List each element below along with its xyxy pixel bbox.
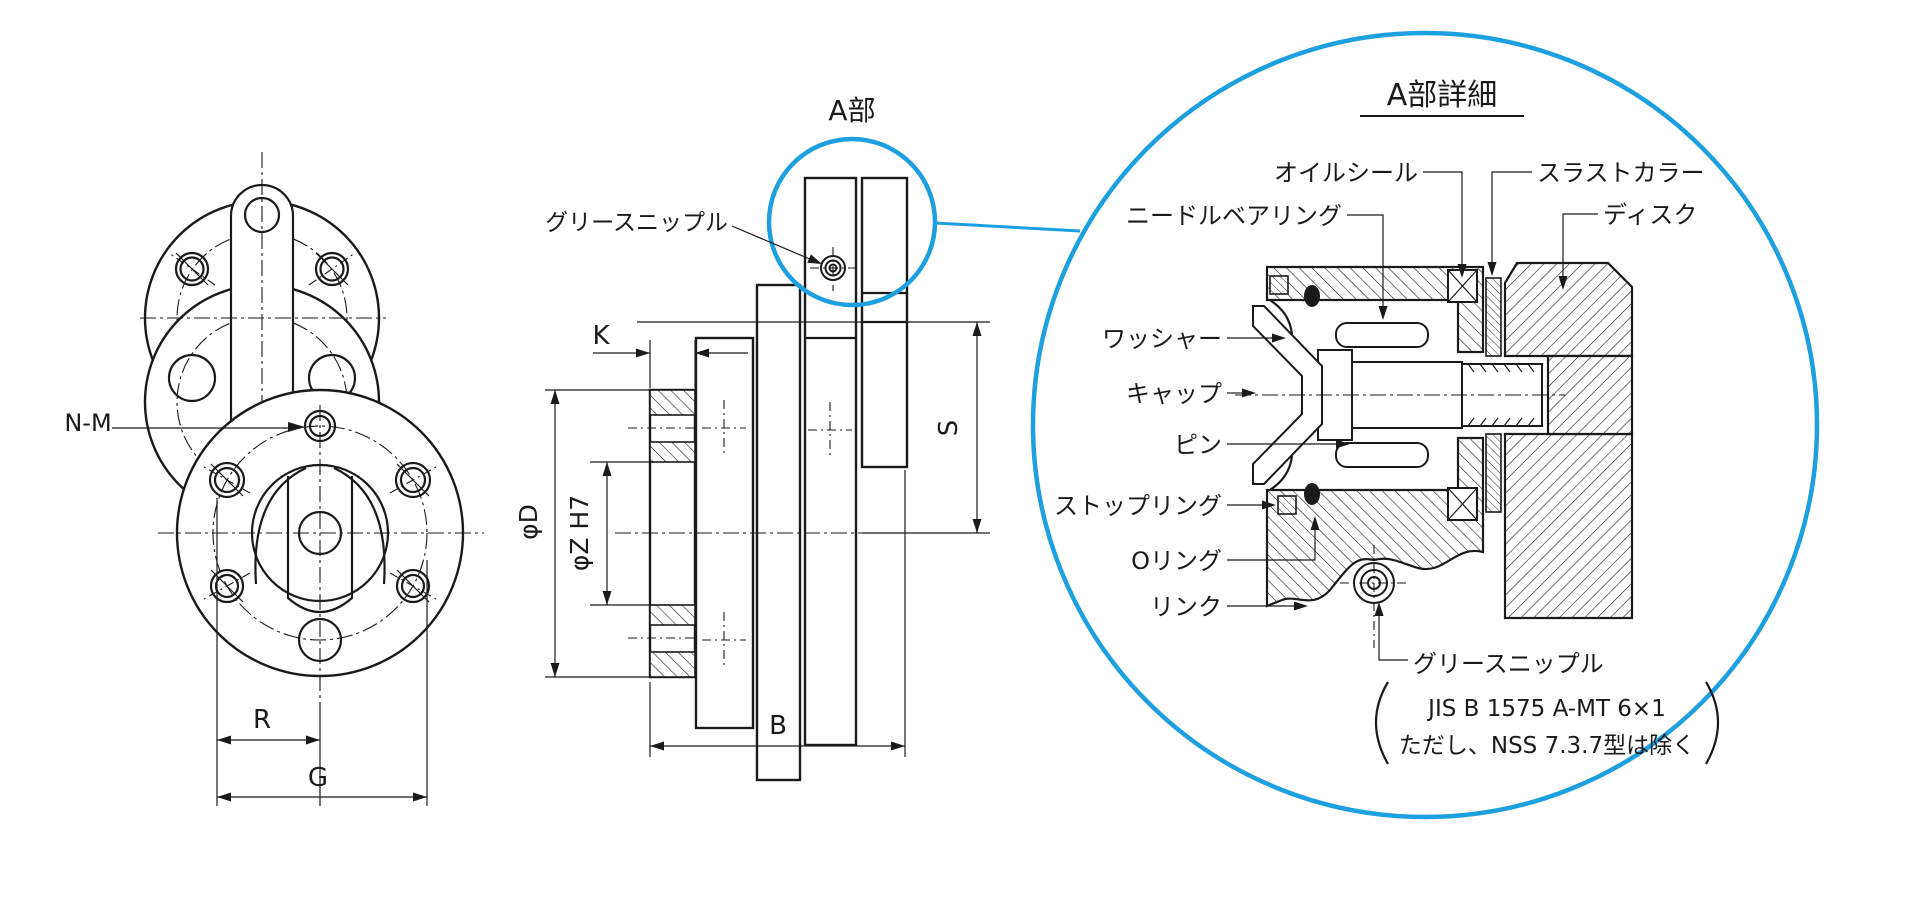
front-flange-hole-bottom: [297, 617, 343, 663]
note-paren-right: [1705, 681, 1720, 765]
a-part-circle: [766, 136, 938, 308]
detail-grease-nipple-label: グリースニップル: [1413, 650, 1604, 678]
needle-bearing-label: ニードルベアリング: [1126, 202, 1342, 230]
dim-phi-z: φZ H7: [565, 461, 655, 606]
dim-r: R: [216, 498, 321, 806]
dim-phi-z-label: φZ H7: [565, 495, 594, 571]
nm-label: N-M: [64, 409, 111, 437]
detail-view: A部詳細: [1030, 30, 1820, 820]
link-body-upper: [1265, 265, 1485, 354]
dim-b: B: [649, 470, 906, 757]
link-label: リンク: [1150, 593, 1222, 621]
side-view: A部 グリースニップル K φD: [514, 94, 1081, 782]
nm-arrowhead: [288, 422, 305, 432]
dim-g: G: [217, 560, 428, 806]
callout-o-ring: Oリング: [1131, 516, 1320, 575]
dim-k: K: [592, 321, 748, 388]
callout-thrust-collar: スラストカラー: [1487, 159, 1705, 276]
side-grease-nipple: [810, 247, 856, 291]
dim-g-label: G: [308, 763, 328, 793]
callout-cap: キャップ: [1126, 380, 1256, 408]
middle-disc-side-hole-left: [167, 353, 217, 403]
front-view: N-M R G: [64, 152, 484, 806]
pin-label: ピン: [1174, 431, 1222, 459]
callout-pin: ピン: [1174, 431, 1350, 459]
front-jaw-arc-right: [333, 467, 386, 585]
front-jaw-slot: [286, 476, 354, 613]
stop-ring-label: ストップリング: [1054, 492, 1222, 520]
grease-nipple-note: JIS B 1575 A-MT 6×1 ただし、NSS 7.3.7型は除く: [1374, 681, 1720, 765]
a-part-connector: [934, 221, 1081, 233]
disc-lower: [1503, 432, 1634, 620]
callout-oil-seal: オイルシール: [1274, 159, 1467, 278]
link-body-lower: [1265, 436, 1485, 608]
note-line1: JIS B 1575 A-MT 6×1: [1426, 696, 1666, 722]
thrust-collar-lower: [1485, 433, 1502, 513]
washer-label: ワッシャー: [1102, 325, 1222, 353]
a-part-label: A部: [828, 94, 875, 127]
oil-seal-upper: [1447, 269, 1478, 303]
dim-phi-d: φD: [514, 389, 652, 678]
front-flange-hole-ul: [203, 461, 251, 499]
needle-bearing-upper: [1335, 322, 1429, 348]
oil-seal-label: オイルシール: [1274, 159, 1418, 187]
callout-washer: ワッシャー: [1102, 325, 1286, 353]
callout-stop-ring: ストップリング: [1054, 492, 1276, 520]
o-ring-label: Oリング: [1131, 547, 1222, 575]
stop-ring-lower: [1277, 495, 1297, 515]
washer-upper: [1269, 299, 1294, 335]
front-flange-hole-ur: [389, 461, 437, 499]
o-ring-lower: [1304, 483, 1320, 505]
callout-disc: ディスク: [1558, 201, 1697, 290]
detail-circle: [1030, 30, 1820, 820]
rear-flange-hole-right: [308, 251, 356, 287]
thrust-collar-label: スラストカラー: [1537, 159, 1705, 187]
callout-needle-bearing: ニードルベアリング: [1126, 202, 1388, 320]
callout-side-grease-nipple: グリースニップル: [545, 210, 822, 264]
callout-link: リンク: [1150, 593, 1308, 621]
dim-s: S: [934, 322, 982, 533]
jaw-tongue-hole: [243, 196, 281, 234]
stop-ring-upper: [1269, 275, 1289, 295]
side-grease-nipple-label: グリースニップル: [545, 210, 728, 236]
pin-threads: [1467, 363, 1535, 427]
disc-behind-pin: [1546, 354, 1634, 436]
front-flange-hole-nm: [303, 409, 337, 443]
note-line2: ただし、NSS 7.3.7型は除く: [1399, 733, 1695, 759]
dim-b-label: B: [769, 711, 787, 741]
dim-k-label: K: [592, 321, 610, 351]
dim-phi-d-label: φD: [514, 504, 543, 540]
dim-r-label: R: [253, 705, 271, 735]
front-flange-hole-lr: [389, 568, 437, 604]
disc-upper: [1503, 261, 1634, 358]
cap: [1252, 305, 1323, 485]
detail-grease-nipple: [1340, 545, 1408, 648]
washer-lower: [1269, 455, 1294, 491]
front-flange-hole-ll: [203, 568, 251, 604]
rear-flange-hole-left: [168, 251, 216, 287]
detail-title: A部詳細: [1387, 78, 1498, 113]
callout-nm: N-M: [64, 409, 305, 437]
callout-detail-grease-nipple: グリースニップル: [1374, 602, 1604, 678]
note-paren-left: [1374, 681, 1389, 765]
front-jaw-arc-left: [254, 467, 307, 585]
needle-bearing-lower: [1335, 442, 1429, 468]
o-ring-upper: [1304, 285, 1320, 307]
thrust-collar-upper: [1485, 277, 1502, 357]
oil-seal-lower: [1447, 487, 1478, 521]
cap-label: キャップ: [1126, 380, 1222, 408]
dim-s-label: S: [934, 420, 964, 437]
disc-label: ディスク: [1603, 201, 1697, 229]
